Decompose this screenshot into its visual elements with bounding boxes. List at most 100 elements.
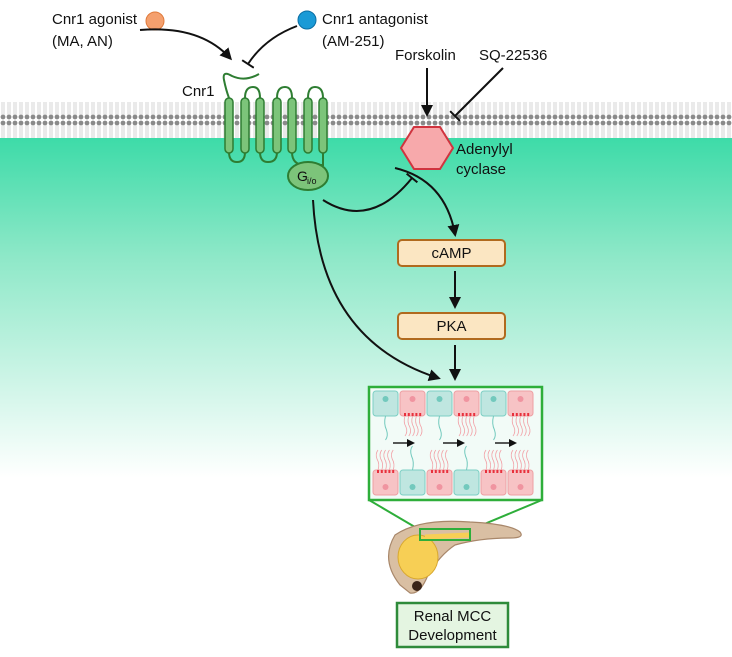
basal-body [515, 413, 518, 416]
basal-body [438, 470, 441, 473]
cilium [403, 415, 408, 437]
basal-body [512, 470, 514, 473]
svg-text:i/o: i/o [307, 176, 317, 186]
basal-body [411, 413, 414, 416]
single-ciliated-cell [480, 390, 507, 417]
nucleus [382, 396, 389, 402]
basal-body [461, 413, 464, 416]
multiciliated-cell [426, 469, 453, 496]
g-protein-inhibits-ac [322, 172, 419, 212]
agonist-molecule-icon [145, 11, 165, 31]
antagonist-inhibition-line [241, 25, 298, 69]
basal-body [500, 470, 503, 473]
cilium [464, 445, 468, 471]
basal-body [415, 413, 418, 416]
agonist-activation-arrow [139, 28, 233, 61]
basal-body [519, 413, 522, 416]
nucleus [490, 484, 497, 490]
cilium [441, 449, 445, 471]
basal-body [523, 470, 526, 473]
nucleus [490, 396, 497, 402]
outcome-box: Renal MCC Development [395, 601, 510, 649]
nucleus [436, 484, 443, 490]
cilium [522, 449, 526, 471]
basal-body [404, 413, 406, 416]
cilium [514, 449, 518, 471]
svg-text:(MA, AN): (MA, AN) [52, 33, 113, 50]
cilium [375, 449, 380, 471]
cilium [511, 415, 516, 437]
svg-text:Renal MCC: Renal MCC [414, 608, 492, 625]
single-ciliated-cell [372, 390, 399, 417]
cell-membrane [0, 102, 732, 142]
cilium [523, 415, 527, 437]
cilium [415, 415, 419, 437]
basal-body [380, 470, 383, 473]
svg-text:PKA: PKA [436, 318, 466, 335]
cytoplasm [0, 138, 732, 478]
basal-body [446, 470, 449, 473]
cilium [491, 449, 495, 471]
multiciliated-cell [480, 469, 507, 496]
cilium [437, 449, 441, 471]
basal-body [488, 470, 491, 473]
pronephros-highlight [419, 528, 471, 541]
basal-body [512, 413, 514, 416]
cilium [473, 415, 477, 437]
cilium [510, 449, 515, 471]
svg-text:cAMP: cAMP [431, 245, 471, 262]
cilium [410, 445, 414, 471]
basal-body [519, 470, 522, 473]
basal-body [442, 470, 445, 473]
zoom-line-left [368, 499, 421, 531]
cilium [526, 449, 530, 471]
antagonist-molecule-icon [297, 10, 317, 30]
cilium [469, 415, 473, 437]
forskolin-label: Forskolin [395, 47, 456, 64]
basal-body [407, 413, 410, 416]
multiciliated-cell [399, 390, 426, 417]
basal-body [469, 413, 472, 416]
basal-body [523, 413, 526, 416]
zebrafish-embryo-icon [388, 520, 522, 594]
cilium [379, 449, 383, 471]
basal-body [431, 470, 433, 473]
cilium [527, 415, 531, 437]
cilium [457, 415, 462, 437]
svg-text:Adenylyl: Adenylyl [456, 141, 513, 158]
adenylyl-cyclase [399, 126, 455, 170]
cilium [445, 449, 449, 471]
cilium [383, 449, 387, 471]
basal-body [377, 470, 379, 473]
multiciliated-cell [507, 390, 534, 417]
cnr1-receptor [222, 72, 324, 166]
cilium [407, 415, 411, 437]
basal-body [473, 413, 476, 416]
cilium [438, 415, 442, 441]
agonist-label: Cnr1 agonist (MA, AN) [52, 11, 138, 50]
receptor-label: Cnr1 [182, 83, 215, 100]
cilium [492, 415, 496, 441]
cilium [384, 415, 388, 441]
basal-body [392, 470, 395, 473]
multiciliated-cell [372, 469, 399, 496]
basal-body [492, 470, 495, 473]
nucleus [463, 396, 470, 402]
nucleus [517, 396, 524, 402]
cilium [495, 449, 499, 471]
basal-body [388, 470, 391, 473]
basal-body [485, 470, 487, 473]
nucleus [382, 484, 389, 490]
cilium [487, 449, 491, 471]
cilium [461, 415, 465, 437]
adenylyl-cyclase-label: Adenylyl cyclase [456, 141, 513, 178]
single-ciliated-cell [426, 390, 453, 417]
antagonist-label: Cnr1 antagonist (AM-251) [322, 11, 429, 50]
camp-box: cAMP [397, 239, 506, 267]
nucleus [409, 396, 416, 402]
cilium [465, 415, 469, 437]
multiciliated-cell [507, 469, 534, 496]
basal-body [384, 470, 387, 473]
cilium [518, 449, 522, 471]
